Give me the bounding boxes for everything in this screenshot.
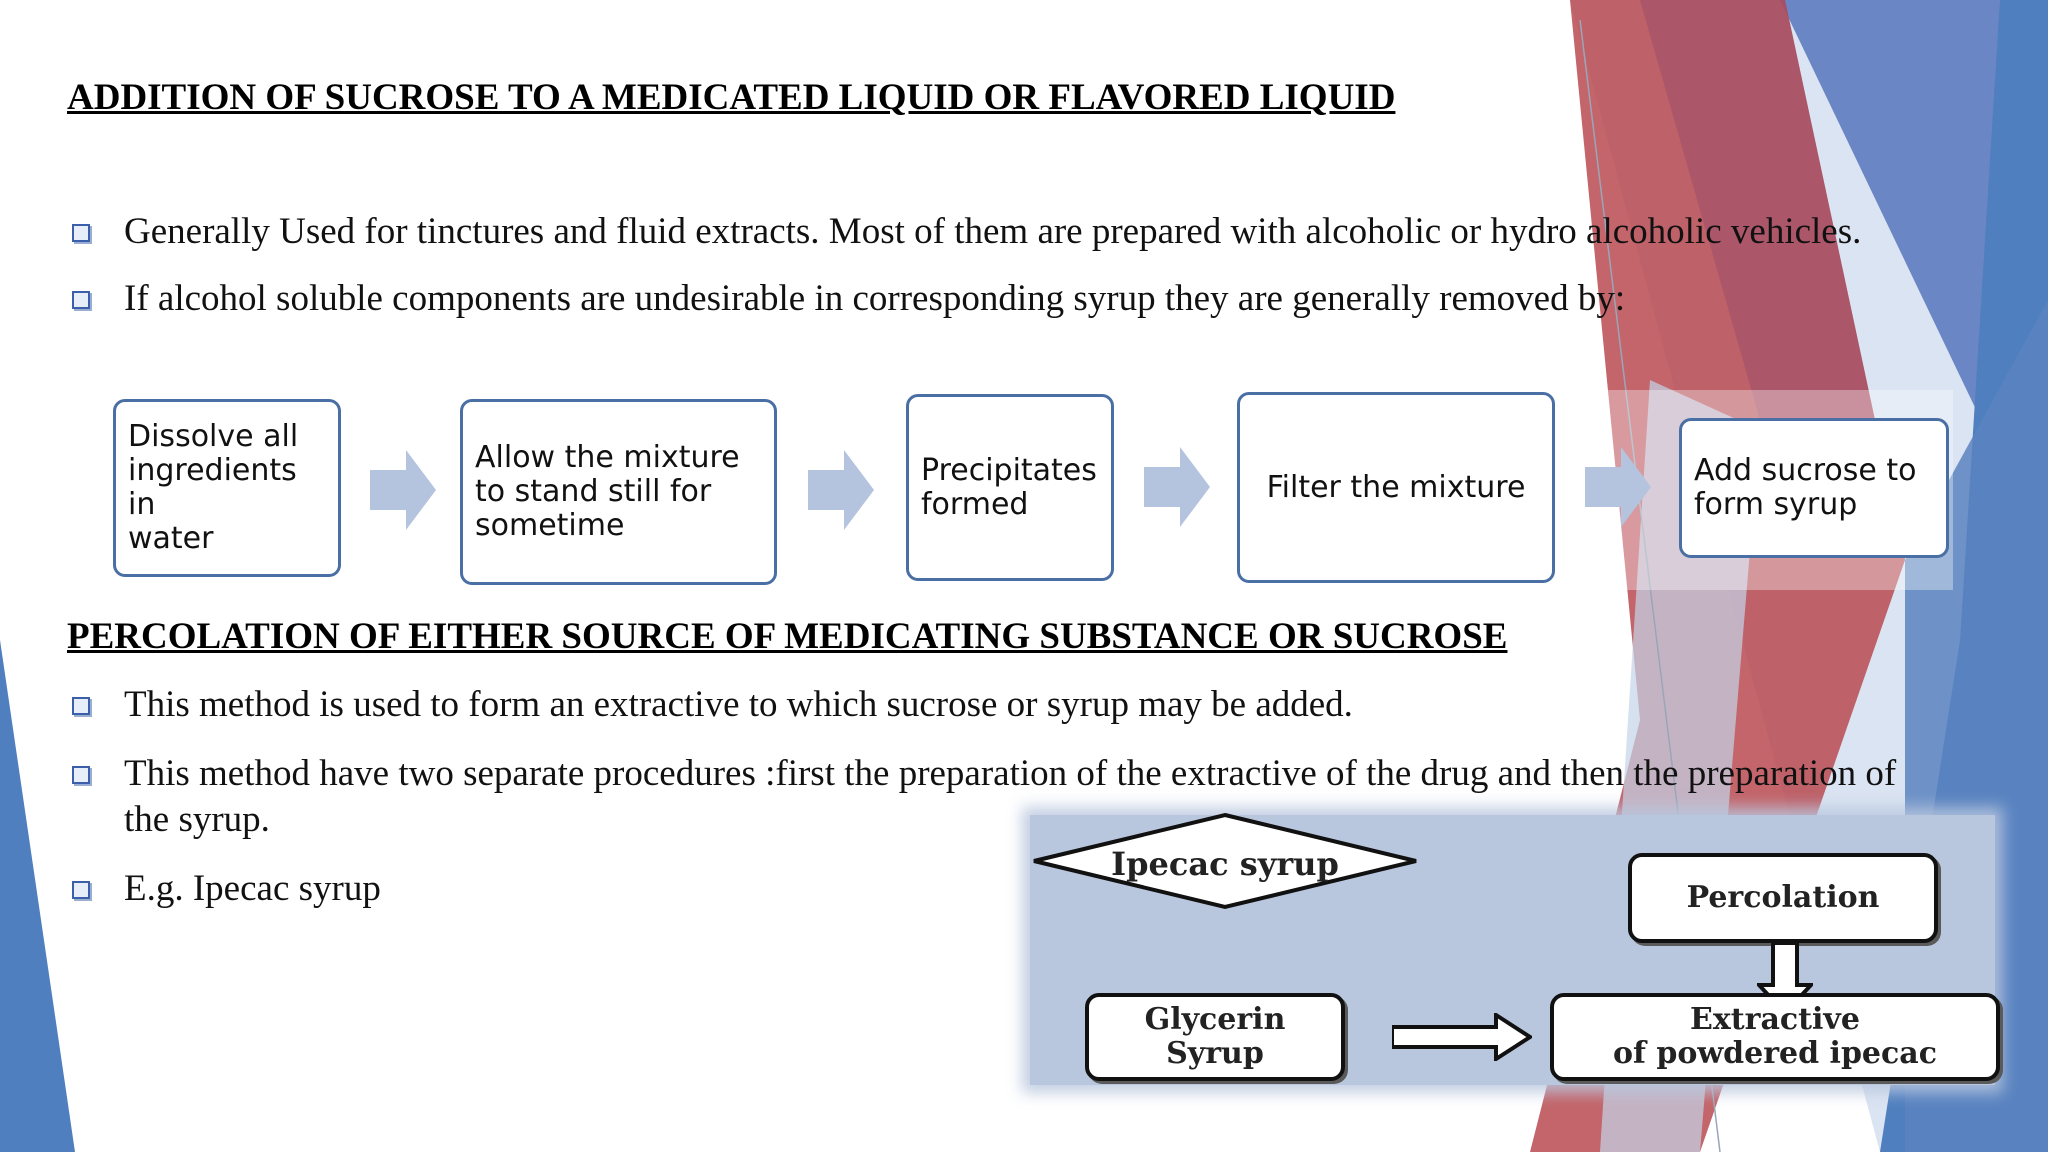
bullet-list-addition: Generally Used for tinctures and fluid e… — [67, 209, 1967, 343]
percolation-box: Percolation — [1628, 853, 1938, 943]
list-item: E.g. Ipecac syrup — [67, 866, 1947, 912]
list-item: This method have two separate procedures… — [67, 751, 1947, 843]
flow-arrow-icon — [1585, 447, 1651, 527]
square-bullet-icon — [72, 224, 90, 242]
square-bullet-icon — [72, 881, 90, 899]
list-item: If alcohol soluble components are undesi… — [67, 276, 1967, 322]
square-bullet-icon — [72, 291, 90, 309]
flow-arrow-icon — [1144, 447, 1210, 527]
list-item: This method is used to form an extractiv… — [67, 682, 1947, 728]
square-bullet-icon — [72, 766, 90, 784]
ipecac-diamond: Ipecac syrup — [1030, 811, 1420, 911]
section-title-addition: ADDITION OF SUCROSE TO A MEDICATED LIQUI… — [67, 77, 1396, 118]
bullet-list-percolation: This method is used to form an extractiv… — [67, 682, 1947, 935]
square-bullet-icon — [72, 697, 90, 715]
list-item: Generally Used for tinctures and fluid e… — [67, 209, 1967, 255]
glycerin-syrup-box: Glycerin Syrup — [1085, 993, 1345, 1081]
flow-step-filter: Filter the mixture — [1237, 392, 1555, 583]
extractive-box: Extractive of powdered ipecac — [1550, 993, 2000, 1081]
ipecac-syrup-diagram: Ipecac syrup Percolation Glycerin Syrup … — [1030, 812, 2000, 1085]
diamond-shape-icon — [1033, 812, 1417, 910]
section-title-percolation: PERCOLATION OF EITHER SOURCE OF MEDICATI… — [67, 616, 1508, 657]
left-blue-shard — [0, 640, 75, 1152]
flow-arrow-icon — [370, 450, 436, 530]
right-arrow-icon — [1392, 1013, 1532, 1061]
flow-arrow-icon — [808, 450, 874, 530]
